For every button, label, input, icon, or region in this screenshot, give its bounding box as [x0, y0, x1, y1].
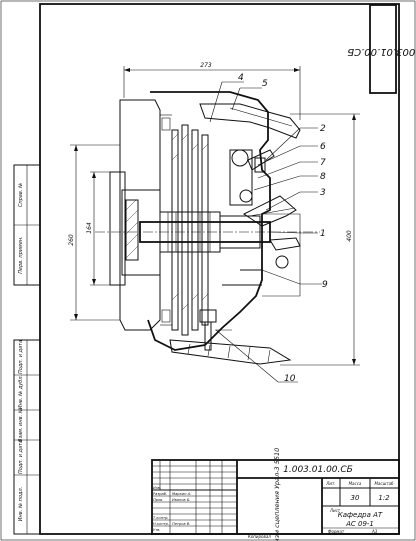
flywheel-hatching	[125, 199, 139, 259]
dimension-width: 273	[123, 62, 301, 120]
group: АС 09-1	[345, 520, 374, 528]
callout-5: 5	[262, 79, 268, 89]
role-1: Разраб.	[153, 492, 167, 496]
callout-9: 9	[322, 280, 328, 290]
dim-d1-value: 164	[86, 222, 93, 234]
name-1: Иванов Б.	[172, 498, 190, 502]
margin-label-5: Справ. №	[18, 183, 24, 207]
bell-housing	[147, 91, 271, 351]
margin-label-0: Подп. и дата	[18, 340, 24, 374]
scale-header: Масштаб	[374, 481, 394, 486]
role-2: Пров.	[153, 498, 163, 502]
name-0: Маркин А.	[172, 492, 191, 496]
role-0: Изм.	[153, 486, 161, 490]
drawing-title: Механизм сцепления Урал-3 5510	[273, 448, 281, 541]
name-2: Петров В.	[172, 522, 190, 526]
dimension-d2: 260	[68, 144, 120, 321]
margin-label-2: Взам. инв. №	[18, 408, 24, 442]
role-5: Утв.	[153, 528, 161, 532]
margin-label-4: Инв. № подл.	[18, 487, 24, 522]
copied-label: Копировал	[248, 534, 271, 539]
friction-discs	[171, 124, 209, 336]
title-block: 1.003.01.00.СБ Механизм сцепления Урал-3…	[151, 448, 400, 541]
dimension-d3: 400	[280, 113, 360, 366]
dim-width-value: 273	[200, 62, 212, 69]
callout-2: 2	[320, 124, 326, 134]
dim-d3-value: 400	[346, 230, 353, 242]
housing-ribs	[169, 339, 292, 365]
clutch-cross-section	[95, 91, 320, 365]
mass-value: 30	[351, 494, 360, 502]
lit-header: Лит.	[325, 481, 335, 486]
dim-d2-value: 260	[68, 234, 75, 246]
callout-8: 8	[320, 172, 326, 182]
margin-label-1: Инв. № дубл.	[18, 375, 24, 409]
callout-3: 3	[320, 188, 326, 198]
callout-7: 7	[320, 158, 326, 168]
callout-6: 6	[320, 142, 326, 152]
callout-leaders	[209, 81, 322, 383]
lower-bolt	[199, 309, 232, 351]
doc-code: 1.003.01.00.СБ	[283, 465, 353, 475]
format-label: Формат	[328, 529, 345, 534]
margin-label-3: Подп. и дата	[18, 440, 24, 474]
mass-header: Масса	[349, 481, 362, 486]
margin-label-6: Перв. примен.	[18, 236, 24, 274]
callout-1: 1	[320, 229, 326, 239]
department: Кафедра АТ	[338, 511, 383, 519]
stamp-box: 1.003.01.00.СБ	[347, 4, 416, 94]
left-margin-strip: Подп. и дата Инв. № дубл. Взам. инв. № П…	[13, 164, 41, 535]
format-value: А3	[371, 529, 378, 534]
stamp-code: 1.003.01.00.СБ	[347, 46, 416, 57]
sheet-label: Лист	[329, 508, 341, 513]
role-4: Н.контр.	[153, 522, 169, 526]
callout-10: 10	[284, 374, 296, 384]
release-mechanism	[229, 149, 301, 269]
dimension-d1: 164	[86, 171, 110, 286]
role-3: Т.контр.	[153, 516, 169, 520]
scale-value: 1:2	[378, 494, 390, 502]
callout-4: 4	[238, 73, 244, 83]
